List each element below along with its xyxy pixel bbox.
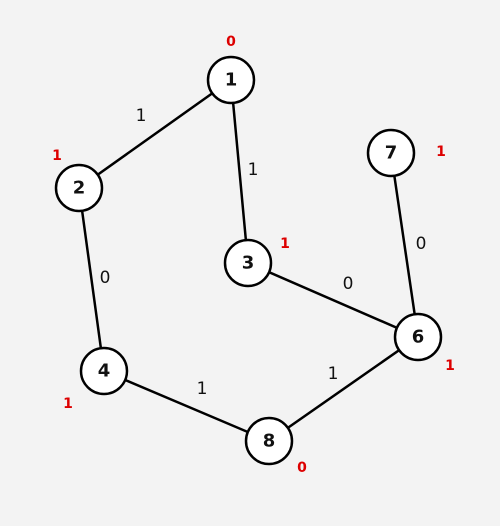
node-circle-3: [223, 238, 273, 288]
node-label-6: 6: [412, 327, 425, 348]
edge-weight-6-8: 1: [328, 364, 339, 384]
node-label-8: 8: [263, 431, 276, 452]
node-circle-8: [244, 416, 294, 466]
node-circle-1: [206, 55, 256, 105]
node-4: 4: [79, 346, 129, 396]
edge-1-3: [229, 78, 250, 265]
node-2: 2: [54, 163, 104, 213]
node-value-1: 0: [226, 34, 236, 50]
edge-weight-1-2: 1: [136, 106, 147, 126]
edge-4-8: [102, 369, 271, 443]
node-label-3: 3: [242, 253, 255, 274]
node-value-8: 0: [297, 460, 307, 476]
node-1: 1: [206, 55, 256, 105]
node-value-2: 1: [52, 148, 62, 164]
node-value-7: 1: [436, 144, 446, 160]
edge-weight-7-6: 0: [416, 234, 427, 254]
node-3: 3: [223, 238, 273, 288]
node-label-1: 1: [225, 70, 238, 91]
edge-1-2: [77, 78, 233, 190]
node-label-4: 4: [98, 361, 111, 382]
edge-2-4: [77, 186, 106, 373]
node-value-6: 1: [445, 358, 455, 374]
edge-weight-1-3: 1: [248, 160, 259, 180]
edge-weight-4-8: 1: [197, 379, 208, 399]
edge-3-6: [246, 261, 420, 339]
node-circle-2: [54, 163, 104, 213]
node-circle-4: [79, 346, 129, 396]
node-value-4: 1: [63, 396, 73, 412]
edge-weight-3-6: 0: [343, 274, 354, 294]
edges-layer: [77, 78, 420, 443]
edge-weight-2-4: 0: [100, 268, 111, 288]
edge-6-8: [267, 335, 420, 443]
node-6: 6: [393, 312, 443, 362]
edge-labels-layer: 1 1 0 0 0 1 1: [100, 106, 427, 399]
node-label-7: 7: [385, 143, 398, 164]
edge-7-6: [389, 151, 420, 339]
node-8: 8: [244, 416, 294, 466]
node-values-layer: 0 1 1 1 1 1 0: [52, 34, 455, 476]
node-value-3: 1: [280, 236, 290, 252]
node-circle-6: [393, 312, 443, 362]
node-label-2: 2: [73, 178, 86, 199]
node-circle-7: [366, 128, 416, 178]
node-7: 7: [366, 128, 416, 178]
